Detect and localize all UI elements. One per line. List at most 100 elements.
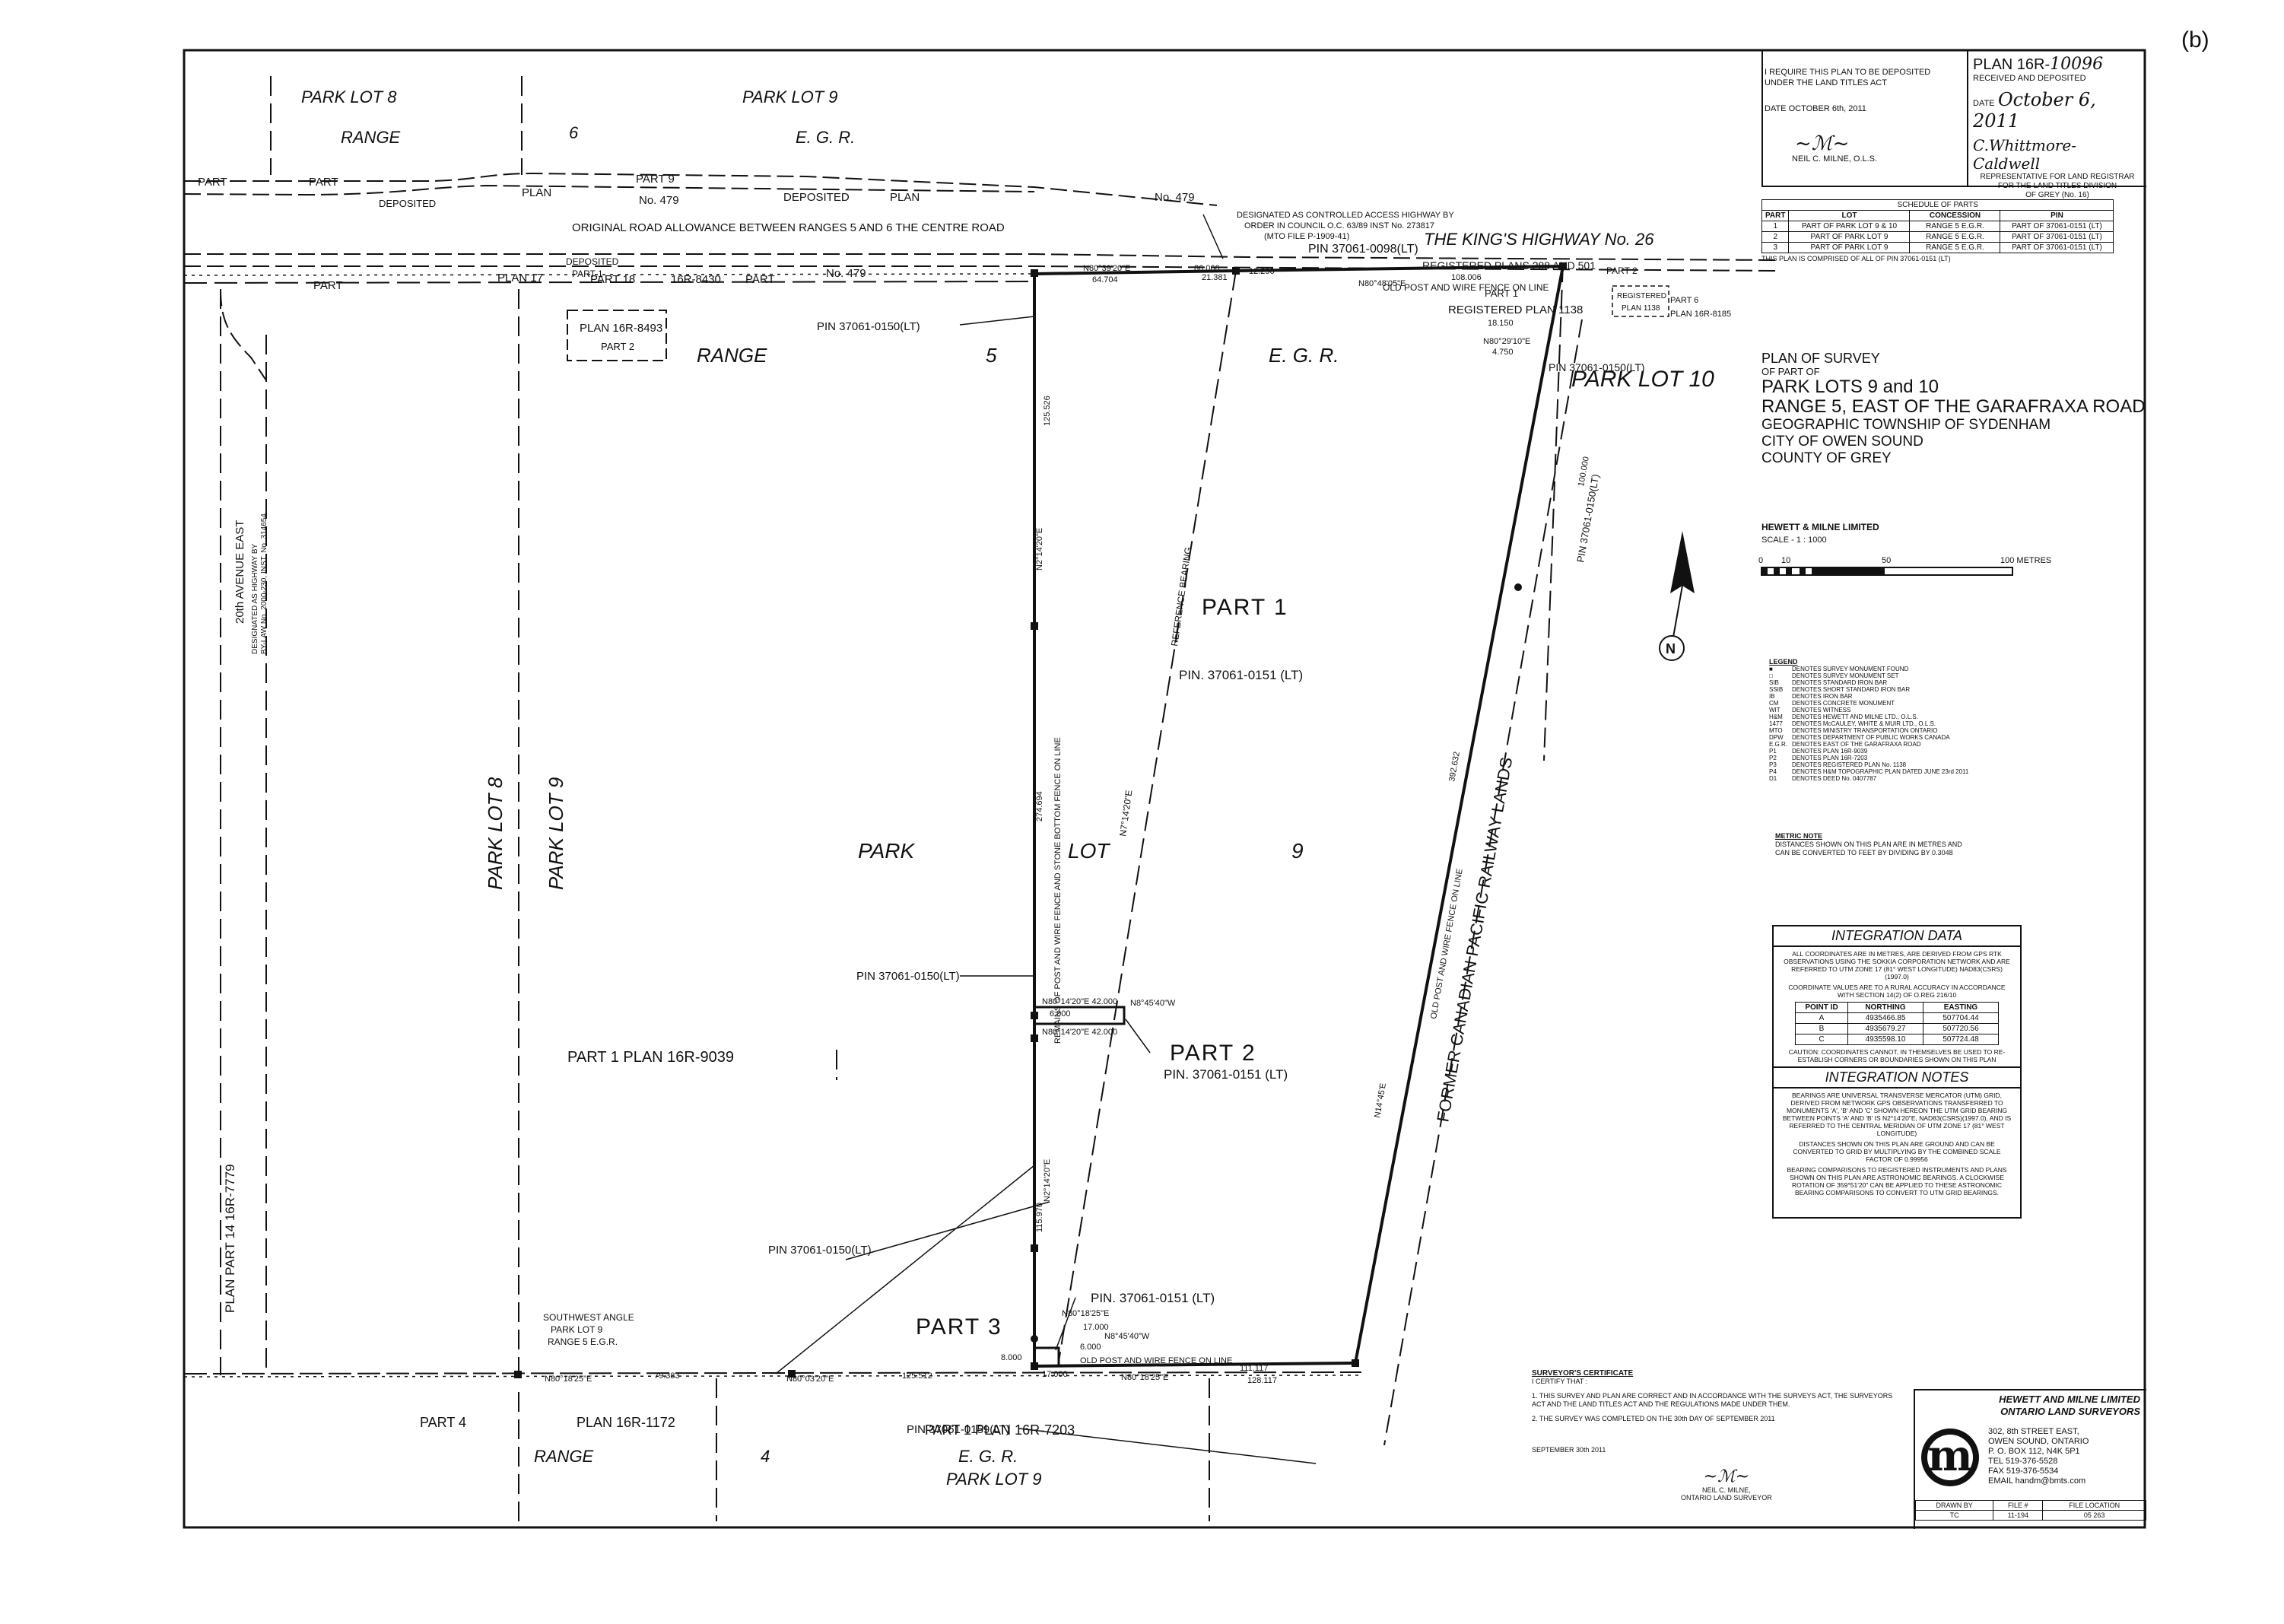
deposit-date-label: DATE — [1765, 104, 1787, 113]
range-4: 4 — [761, 1447, 770, 1466]
reg-box-b: PLAN 1138 — [1622, 304, 1660, 313]
legend-text: DENOTES STANDARD IRON BAR — [1792, 679, 1888, 686]
lower-labels: SOUTHWEST ANGLE PARK LOT 9 RANGE 5 E.G.R… — [420, 1312, 1075, 1489]
coord-h-point: POINT ID — [1795, 1002, 1848, 1013]
legend-symbol: MTO — [1769, 727, 1783, 734]
file-h-number: FILE # — [1993, 1500, 2044, 1511]
pin-0150-c: PIN 37061-0150(LT) — [768, 1244, 872, 1257]
file-h-location: FILE LOCATION — [2042, 1500, 2146, 1511]
corner-mark: (b) — [2181, 27, 2209, 52]
rep-line-1: REPRESENTATIVE FOR LAND REGISTRAR — [1980, 173, 2135, 181]
firm-addr-2: OWEN SOUND, ONTARIO — [1988, 1437, 2089, 1446]
file-v-number: 11-194 — [1993, 1510, 2044, 1521]
dist-108006: 108.006 — [1451, 273, 1482, 282]
pin-0159: PIN 37061-0159(LT) — [907, 1423, 1010, 1436]
schedule-cell: 2 — [1761, 231, 1790, 243]
firm-addr-3: P. O. BOX 112, N4K 5P1 — [1988, 1447, 2080, 1456]
no-479-c: No. 479 — [826, 267, 866, 280]
legend-symbol: P2 — [1769, 755, 1777, 761]
pin-0150-d: PIN 37061-0150(LT) — [1549, 361, 1645, 373]
southwest-angle-2: PARK LOT 9 — [551, 1324, 603, 1335]
north-label: N — [1666, 641, 1676, 656]
part-4: PART 4 — [420, 1415, 466, 1430]
schedule-h-concession: CONCESSION — [1909, 210, 2001, 221]
part-1-small: PART 1 — [572, 269, 603, 279]
firm-fax: FAX 519-376-5534 — [1988, 1467, 2059, 1476]
plan-8493: PLAN 16R-8493 — [580, 322, 662, 335]
legend-symbol: DPW — [1769, 734, 1784, 741]
metric-note-title: METRIC NOTE — [1775, 832, 1822, 840]
avenue-sub2: BY-LAW No. 2000-230, INST. No. 314654 — [260, 513, 268, 654]
bearing-n8014a: N80°14'20"E 42.000 — [1042, 997, 1117, 1006]
range-top: RANGE — [341, 128, 401, 147]
firm-logo: m — [1921, 1429, 1979, 1486]
southwest-angle-1: SOUTHWEST ANGLE — [543, 1312, 634, 1323]
leader-lines — [775, 214, 1317, 1464]
stone-fence-label: REMAINS OF POST AND WIRE FENCE AND STONE… — [1053, 737, 1063, 1044]
range-6: 6 — [569, 123, 579, 142]
coord-cell: 507724.48 — [1923, 1034, 1999, 1045]
coord-cell: 4935598.10 — [1847, 1034, 1923, 1045]
legend-text: DENOTES CONCRETE MONUMENT — [1792, 700, 1895, 707]
legend-symbol: SSIB — [1769, 686, 1784, 693]
schedule-cell: 1 — [1761, 221, 1790, 232]
monuments — [514, 262, 1567, 1378]
reference-bearing-label: REFERENCE BEARING — [1169, 546, 1193, 647]
park-lot-9-vertical: PARK LOT 9 — [545, 777, 567, 890]
integration-notes-p1: BEARINGS ARE UNIVERSAL TRANSVERSE MERCAT… — [1782, 1092, 2012, 1137]
deposit-statement: I REQUIRE THIS PLAN TO BE DEPOSITED UNDE… — [1765, 68, 1931, 164]
legend-text: DENOTES PLAN 16R-7203 — [1792, 755, 1868, 761]
bearing-n214: N2°14'20"E — [1035, 528, 1044, 570]
registered-plan-1138: REGISTERED PLAN 1138 — [1448, 304, 1583, 316]
firm-email: EMAIL handm@bmts.com — [1988, 1476, 2086, 1486]
legend-symbol: □ — [1769, 672, 1773, 679]
integration-notes-title: INTEGRATION NOTES — [1774, 1068, 2020, 1088]
part-far-left: PART — [313, 279, 343, 292]
schedule-note: THIS PLAN IS COMPRISED OF ALL OF PIN 370… — [1761, 255, 1951, 262]
north-arrow: N — [1659, 531, 1695, 661]
legend-text: DENOTES REGISTERED PLAN No. 1138 — [1792, 761, 1907, 768]
title-block: PLAN OF SURVEY OF PART OF PARK LOTS 9 an… — [1761, 350, 2146, 467]
coord-h-easting: EASTING — [1923, 1002, 1999, 1013]
scale-100: 100 METRES — [2000, 556, 2051, 565]
file-v-drawn: TC — [1914, 1510, 1994, 1521]
schedule-of-parts: SCHEDULE OF PARTS PART LOT CONCESSION PI… — [1761, 199, 2114, 262]
part-9-top: PART 9 — [636, 173, 675, 186]
coord-cell: 4935466.85 — [1847, 1012, 1923, 1024]
bearing-n8018: N80°18'25"E — [1062, 1309, 1109, 1318]
cah-1: DESIGNATED AS CONTROLLED ACCESS HIGHWAY … — [1237, 211, 1454, 220]
title-line-3: PARK LOTS 9 and 10 — [1761, 377, 1939, 397]
coord-cell: 4935679.27 — [1847, 1023, 1923, 1034]
dist-392632: 392.632 — [1447, 751, 1462, 782]
dist-128117: 128.117 — [1247, 1376, 1277, 1385]
scale-50: 50 — [1882, 556, 1891, 565]
legend-symbol: IB — [1769, 693, 1775, 700]
legend-list: ■DENOTES SURVEY MONUMENT FOUND□DENOTES S… — [1769, 666, 1968, 782]
lot-9-label: 9 — [1291, 839, 1304, 863]
pin-0151-c: PIN. 37061-0151 (LT) — [1091, 1291, 1215, 1305]
coord-h-northing: NORTHING — [1847, 1002, 1923, 1013]
no-479-a: No. 479 — [639, 194, 679, 207]
plan-8185: PLAN 16R-8185 — [1670, 310, 1731, 319]
bearing-n8018b: N80°18'25"E — [1121, 1373, 1168, 1382]
upper-labels: PARK LOT 8 PARK LOT 9 RANGE 6 E. G. R. P… — [198, 87, 1654, 292]
certificate-date: SEPTEMBER 30th 2011 — [1532, 1446, 1606, 1454]
deposit-line-1: I REQUIRE THIS PLAN TO BE DEPOSITED — [1765, 68, 1931, 77]
legend-text: DENOTES SURVEY MONUMENT SET — [1792, 672, 1899, 679]
schedule-title: SCHEDULE OF PARTS — [1761, 199, 2114, 211]
certificate-2: 2. THE SURVEY WAS COMPLETED ON THE 30th … — [1532, 1415, 1775, 1422]
avenue-label: 20th AVENUE EAST — [233, 520, 246, 624]
file-info-table: DRAWN BY FILE # FILE LOCATION TC 11-194 … — [1914, 1500, 2146, 1521]
plan-label: PLAN 16R- — [1973, 56, 2051, 73]
part-top-1: PART — [198, 176, 227, 189]
scale-bar: 0 10 50 100 METRES — [1758, 556, 2051, 576]
part-1-reg: PART 1 — [1485, 288, 1518, 299]
